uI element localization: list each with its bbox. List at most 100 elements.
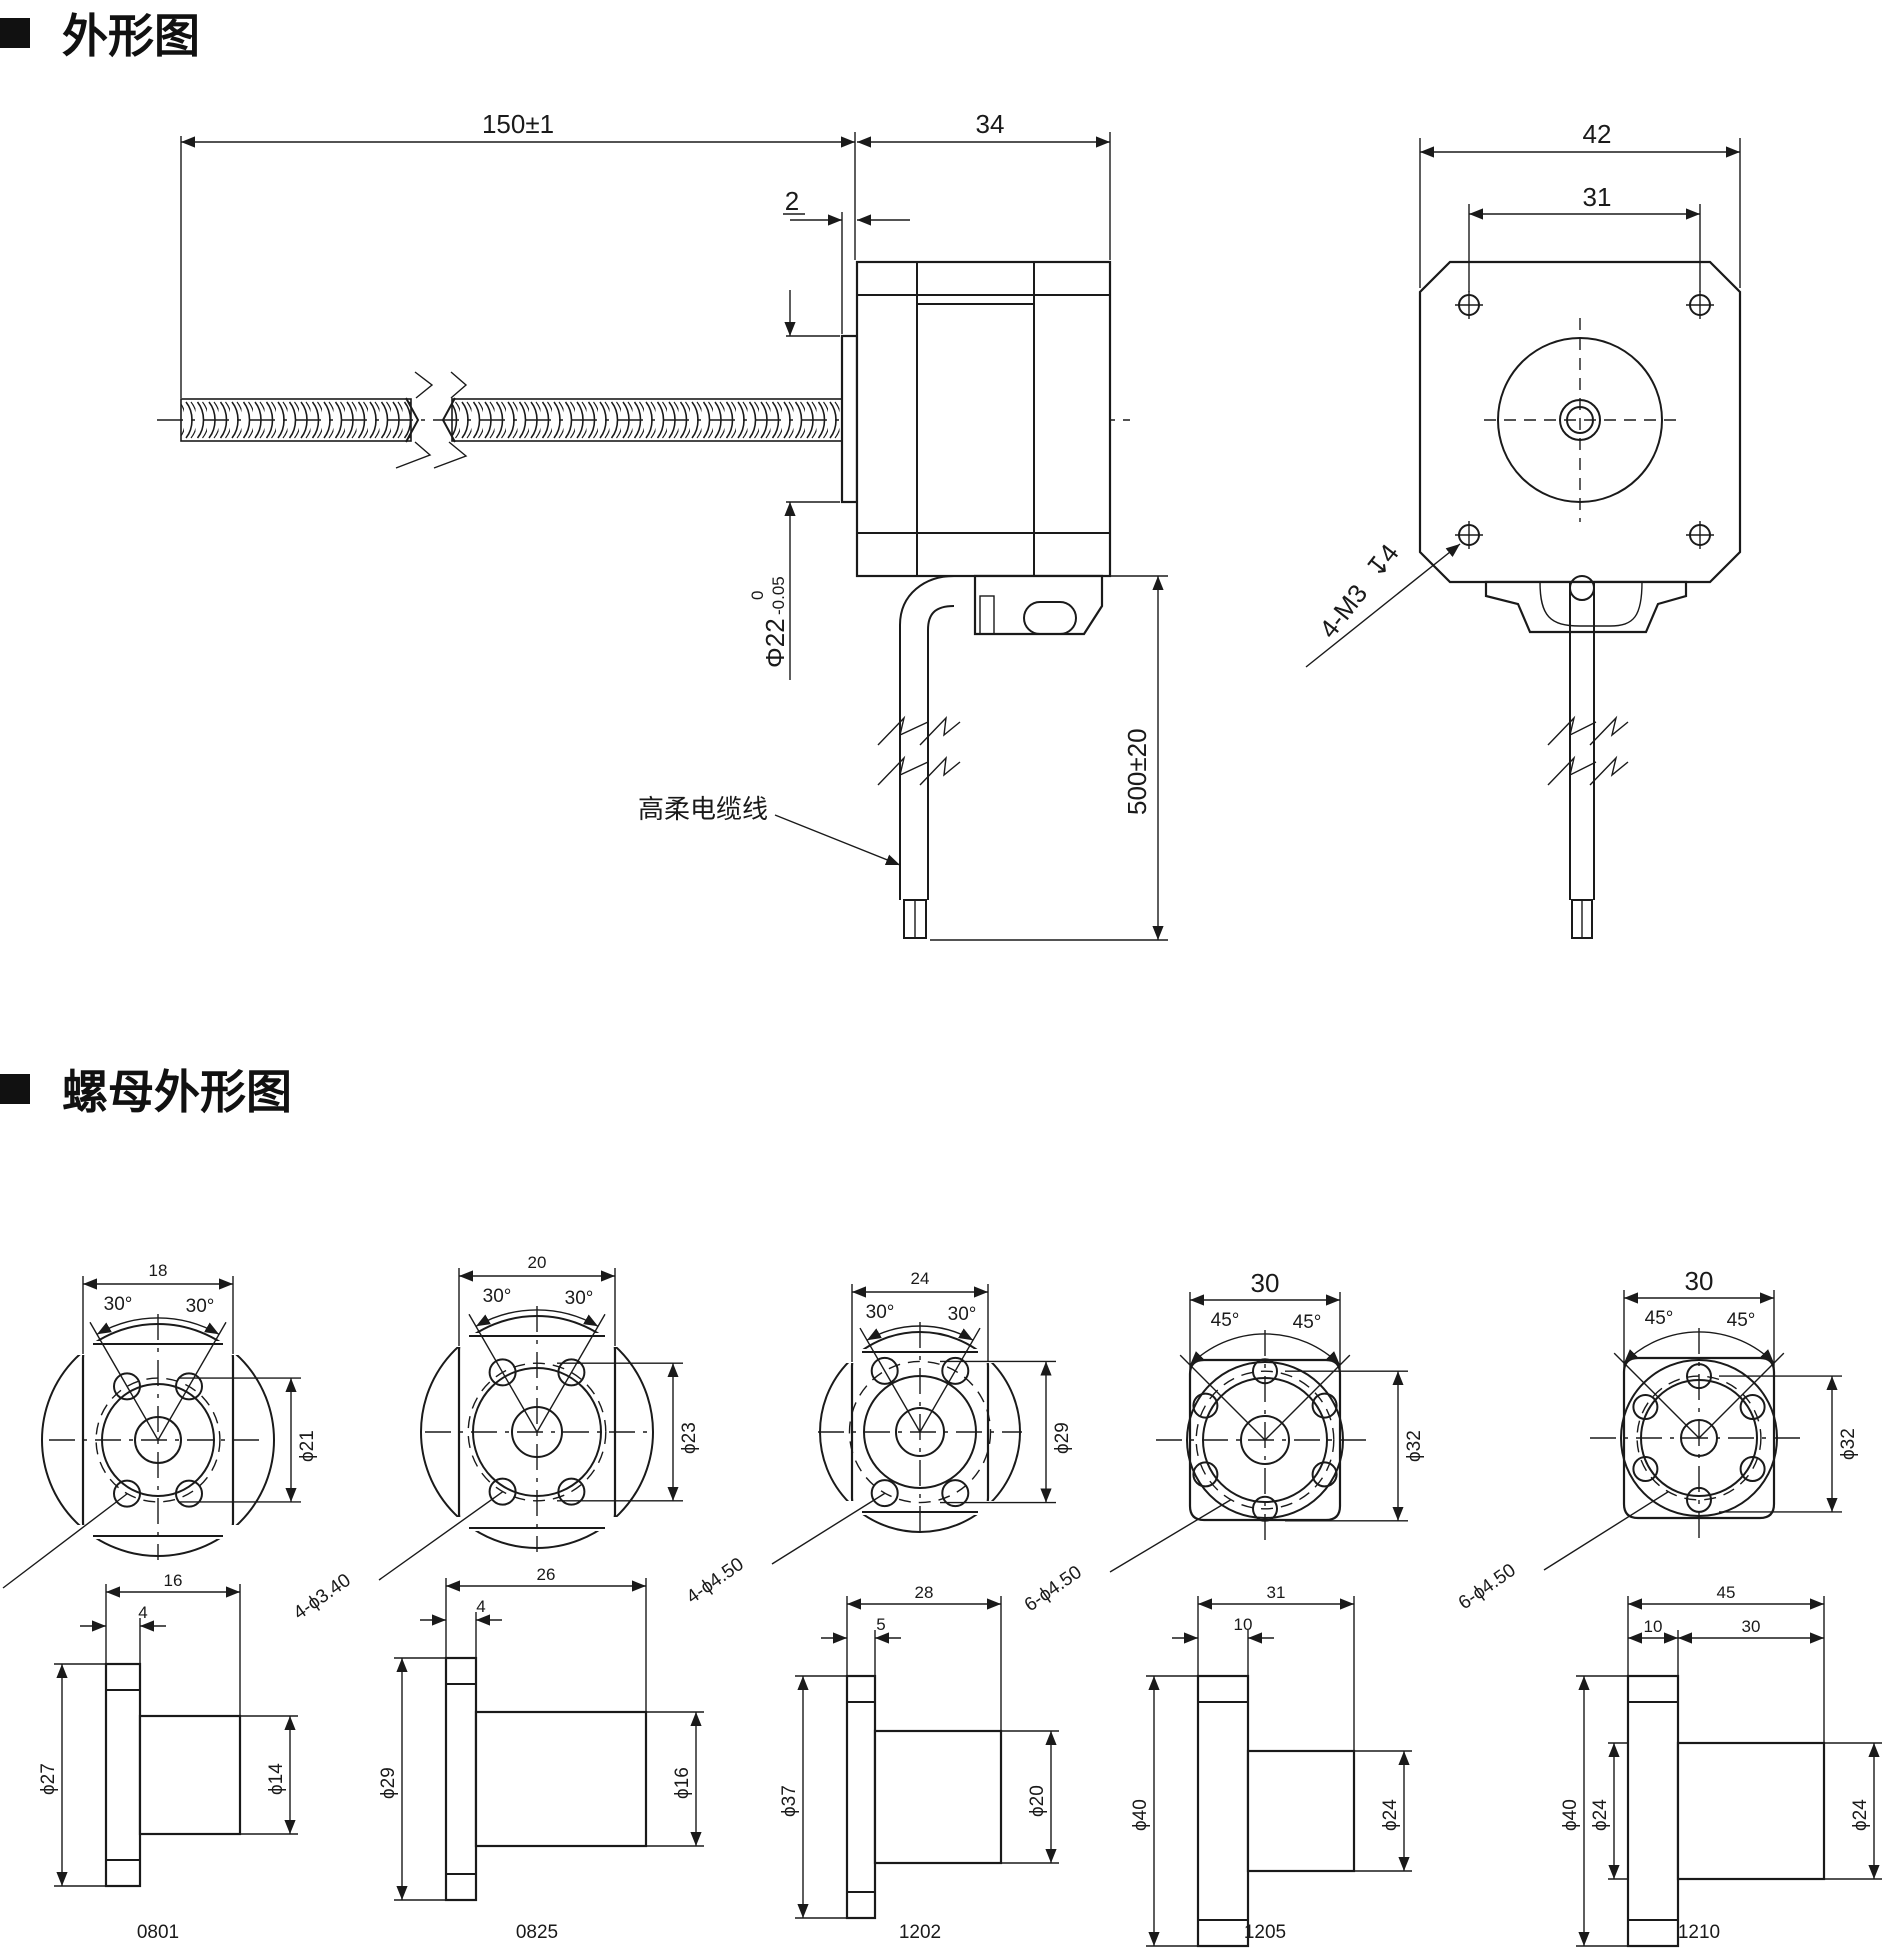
dim-flange-diameter: ϕ40 [1130, 1799, 1151, 1831]
nut-bolt-hole [1252, 1495, 1278, 1522]
mount-holes [1455, 291, 1714, 549]
dim-flange-thickness: 4 [476, 1597, 485, 1616]
dim-flange-diameter: ϕ40 [1560, 1799, 1581, 1831]
dim-nut-length: 31 [1267, 1583, 1286, 1602]
nut-bolt-hole [1311, 1461, 1338, 1488]
nut-bolt-hole [113, 1479, 141, 1508]
dim-bolt-holes: 4-ϕ3.40 [290, 1570, 355, 1624]
dim-body-diameter-left: ϕ24 [1590, 1799, 1611, 1831]
dim-flange-thickness: 5 [876, 1615, 885, 1634]
drawing-line [2, 1493, 128, 1589]
nut-bolt-hole [941, 1356, 970, 1385]
nut-bolt-hole [113, 1372, 141, 1401]
nut-bolt-hole [175, 1372, 203, 1401]
dim-boss-dia: Φ22 [760, 618, 790, 668]
dim-pitch-circle: ϕ23 [679, 1422, 700, 1454]
nut-1210: 45° 45° 30 ϕ32 6-ϕ4.50 45 30 10 ϕ40 ϕ24 ϕ24 1210 [1455, 1266, 1882, 1948]
dim-flange-width: 30 [1685, 1266, 1714, 1296]
nut-bolt-hole [1739, 1456, 1766, 1482]
nut-side-flange [444, 1656, 478, 1902]
nut-side-body [1676, 1741, 1826, 1881]
dim-body-diameter: ϕ20 [1027, 1785, 1048, 1817]
motor-side-view: 150±1 34 2 Φ22 0 -0.05 500±20 高柔电缆线 [157, 109, 1168, 941]
nut-model-label: 1210 [1678, 1922, 1720, 1943]
dim-flange-width: 20 [528, 1253, 547, 1272]
section-title-text: 螺母外形图 [62, 1065, 292, 1119]
dim-boss-tol-upper: 0 [748, 591, 767, 600]
angle-arc [866, 1325, 974, 1341]
angle-label-left: 45° [1645, 1308, 1674, 1329]
angle-label-right: 45° [1727, 1310, 1756, 1331]
section-title-nut-outline: 螺母外形图 [0, 1056, 292, 1122]
angle-arc [475, 1309, 599, 1327]
dim-pitch-circle: ϕ32 [1838, 1428, 1859, 1460]
drawing-line [859, 1327, 921, 1433]
nut-bolt-hole [1686, 1486, 1712, 1513]
dim-holes-thread: 4-M3 [1313, 579, 1373, 644]
dim-cable-length: 500±20 [1122, 728, 1152, 815]
nut-bolt-hole [1311, 1392, 1338, 1419]
nut-side-body [1246, 1749, 1356, 1873]
dim-flange-diameter: ϕ37 [779, 1785, 800, 1817]
dim-body-length: 30 [1742, 1617, 1761, 1636]
nut-bolt-hole [488, 1477, 517, 1506]
nut-side-flange [104, 1662, 142, 1888]
motor-body [855, 260, 1112, 578]
dim-flange-thickness: 10 [1644, 1617, 1663, 1636]
dim-flange-width: 24 [911, 1269, 930, 1288]
section-title-outline: 外形图 [0, 0, 200, 66]
square-bullet-icon [0, 18, 30, 48]
dim-flange-width: 18 [149, 1261, 168, 1280]
nut-model-label: 1205 [1244, 1922, 1286, 1943]
dim-flange-thickness: 10 [1234, 1615, 1253, 1634]
nut-side-body [138, 1714, 242, 1836]
nut-bore-circle [1240, 1415, 1290, 1465]
dim-flange-width: 30 [1251, 1268, 1280, 1298]
nut-side-flange [1196, 1674, 1250, 1948]
nut-bolt-hole [1686, 1363, 1712, 1390]
drawing-line [919, 1327, 981, 1433]
nut-bolt-hole [941, 1479, 970, 1508]
nut-bolt-hole [1192, 1392, 1219, 1419]
drawing-line [378, 1491, 504, 1581]
nut-side-flange [1626, 1674, 1680, 1948]
dim-pitch-circle: ϕ21 [297, 1430, 318, 1462]
dim-nut-length: 45 [1717, 1583, 1736, 1602]
dim-body-diameter: ϕ14 [266, 1763, 287, 1795]
angle-label-right: 30° [186, 1296, 215, 1317]
drawing-line [536, 1313, 606, 1433]
motor-connector [973, 574, 1104, 636]
dim-screw-length: 150±1 [482, 109, 554, 139]
angle-label-right: 45° [1293, 1312, 1322, 1333]
nut-pitch-circle [1195, 1370, 1335, 1510]
drawing-line [1264, 1354, 1351, 1441]
dim-bolt-holes: 6-ϕ4.50 [1455, 1560, 1520, 1614]
drawing-line [1613, 1352, 1700, 1439]
nut-bolt-hole [1632, 1456, 1659, 1482]
drawing-line [1698, 1352, 1785, 1439]
nut-bolt-hole [175, 1479, 203, 1508]
dim-body-diameter: ϕ24 [1850, 1799, 1871, 1831]
dim-nut-length: 28 [915, 1583, 934, 1602]
drawing-line [771, 1492, 886, 1565]
nut-bolt-hole [557, 1358, 586, 1387]
nut-bolt-hole [1632, 1394, 1659, 1420]
dim-pitch-circle: ϕ29 [1052, 1422, 1073, 1454]
dim-boss-tol-lower: -0.05 [769, 576, 788, 615]
dim-bolt-holes: 4-ϕ4.50 [683, 1554, 748, 1608]
drawing-line [89, 1321, 159, 1441]
angle-arc [1623, 1331, 1775, 1364]
nut-drawings: 30°30°18ϕ214-ϕ3.40164ϕ27ϕ14080130°30°20ϕ… [2, 1253, 1882, 1948]
nut-model-label: 0801 [137, 1922, 179, 1943]
drawing-line [1109, 1499, 1231, 1573]
nut-bolt-hole [1739, 1394, 1766, 1420]
dim-front-width: 42 [1583, 119, 1612, 149]
nut-bolt-hole [557, 1477, 586, 1506]
dim-shoulder: 2 [785, 186, 799, 216]
drawing-line [1179, 1354, 1266, 1441]
nut-model-label: 1202 [899, 1922, 941, 1943]
nut-side-body [873, 1729, 1003, 1865]
angle-label-left: 30° [483, 1286, 512, 1307]
